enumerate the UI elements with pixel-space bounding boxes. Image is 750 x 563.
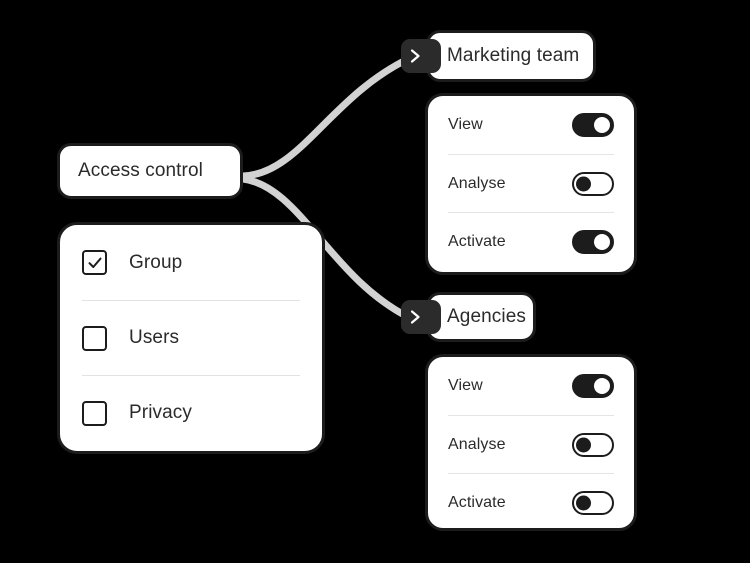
edge-access-control-to-marketing-team <box>239 54 414 180</box>
toggle-knob <box>594 233 610 250</box>
permission-label-view: View <box>448 377 483 394</box>
node-marketing-team-label: Marketing team <box>447 45 580 66</box>
node-access-control[interactable]: Access control <box>57 143 243 199</box>
checkbox-checked-icon[interactable] <box>82 250 107 275</box>
node-agencies-label: Agencies <box>447 306 526 327</box>
toggle-off-icon[interactable] <box>572 432 614 457</box>
toggle-knob <box>576 495 591 510</box>
permission-label-view: View <box>448 116 483 133</box>
toggle-on-icon[interactable] <box>572 229 614 254</box>
option-row-group[interactable]: Group <box>82 225 300 300</box>
card-marketing-permissions: View Analyse Activate <box>425 93 637 275</box>
option-row-privacy[interactable]: Privacy <box>82 375 300 450</box>
toggle-off-icon[interactable] <box>572 171 614 196</box>
toggle-knob <box>594 117 610 133</box>
node-agencies[interactable]: Agencies <box>401 292 536 342</box>
toggle-on-icon[interactable] <box>572 113 614 137</box>
permission-label-analyse: Analyse <box>448 435 506 453</box>
option-label-privacy: Privacy <box>129 402 192 423</box>
permission-row-view[interactable]: View <box>448 96 614 154</box>
permission-label-analyse: Analyse <box>448 174 506 192</box>
toggle-knob <box>576 176 591 191</box>
permission-row-view[interactable]: View <box>448 357 614 415</box>
toggle-knob <box>576 437 591 452</box>
permission-label-activate: Activate <box>448 232 506 250</box>
option-row-users[interactable]: Users <box>82 300 300 375</box>
toggle-off-icon[interactable] <box>572 490 614 515</box>
permission-label-activate: Activate <box>448 493 506 511</box>
toggle-on-icon[interactable] <box>572 374 614 398</box>
checkbox-unchecked-icon[interactable] <box>82 400 107 426</box>
toggle-knob <box>594 378 610 394</box>
node-access-control-label: Access control <box>78 160 203 181</box>
card-agencies-permissions: View Analyse Activate <box>425 354 637 531</box>
option-label-group: Group <box>129 251 183 273</box>
permission-row-activate[interactable]: Activate <box>448 212 614 270</box>
permission-row-analyse[interactable]: Analyse <box>448 154 614 212</box>
permission-row-analyse[interactable]: Analyse <box>448 415 614 473</box>
card-access-options: Group Users Privacy <box>57 222 325 454</box>
node-marketing-team[interactable]: Marketing team <box>401 30 596 82</box>
checkbox-unchecked-icon[interactable] <box>82 325 107 351</box>
option-label-users: Users <box>129 327 180 348</box>
permission-row-activate[interactable]: Activate <box>448 473 614 531</box>
